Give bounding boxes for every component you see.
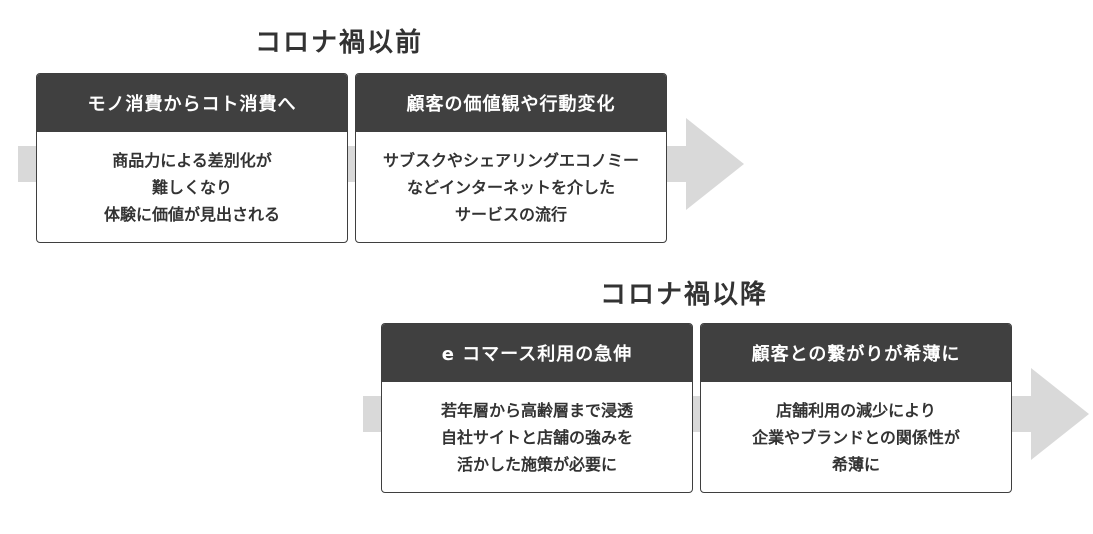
card-line: 活かした施策が必要に bbox=[456, 454, 617, 474]
card-line: サービスの流行 bbox=[454, 204, 567, 224]
card-line: などインターネットを介した bbox=[406, 177, 615, 197]
card-line: 若年層から高齢層まで浸透 bbox=[440, 400, 633, 420]
card-heading: e コマース利用の急伸 bbox=[382, 324, 692, 382]
card-before-2: 顧客の価値観や行動変化 サブスクやシェアリングエコノミー などインターネットを介… bbox=[355, 73, 667, 243]
card-body: 若年層から高齢層まで浸透 自社サイトと店舗の強みを 活かした施策が必要に bbox=[382, 382, 692, 492]
card-heading: 顧客との繋がりが希薄に bbox=[701, 324, 1011, 382]
card-before-1: モノ消費からコト消費へ 商品力による差別化が 難しくなり 体験に価値が見出される bbox=[36, 73, 348, 243]
section-title-before: コロナ禍以前 bbox=[255, 28, 424, 58]
card-line: 企業やブランドとの関係性が bbox=[752, 427, 960, 447]
card-line: サブスクやシェアリングエコノミー bbox=[382, 150, 639, 170]
card-line: 商品力による差別化が bbox=[112, 150, 272, 170]
card-body: サブスクやシェアリングエコノミー などインターネットを介した サービスの流行 bbox=[356, 132, 666, 242]
card-body: 店舗利用の減少により 企業やブランドとの関係性が 希薄に bbox=[701, 382, 1011, 492]
card-heading: モノ消費からコト消費へ bbox=[37, 74, 347, 132]
card-line: 希薄に bbox=[831, 454, 880, 474]
section-title-after: コロナ禍以降 bbox=[600, 280, 769, 310]
card-line: 難しくなり bbox=[151, 177, 232, 197]
card-body: 商品力による差別化が 難しくなり 体験に価値が見出される bbox=[37, 132, 347, 242]
card-heading: 顧客の価値観や行動変化 bbox=[356, 74, 666, 132]
card-after-2: 顧客との繋がりが希薄に 店舗利用の減少により 企業やブランドとの関係性が 希薄に bbox=[700, 323, 1012, 493]
card-after-1: e コマース利用の急伸 若年層から高齢層まで浸透 自社サイトと店舗の強みを 活か… bbox=[381, 323, 693, 493]
card-line: 体験に価値が見出される bbox=[103, 204, 280, 224]
card-line: 自社サイトと店舗の強みを bbox=[440, 427, 633, 447]
card-line: 店舗利用の減少により bbox=[776, 400, 936, 420]
